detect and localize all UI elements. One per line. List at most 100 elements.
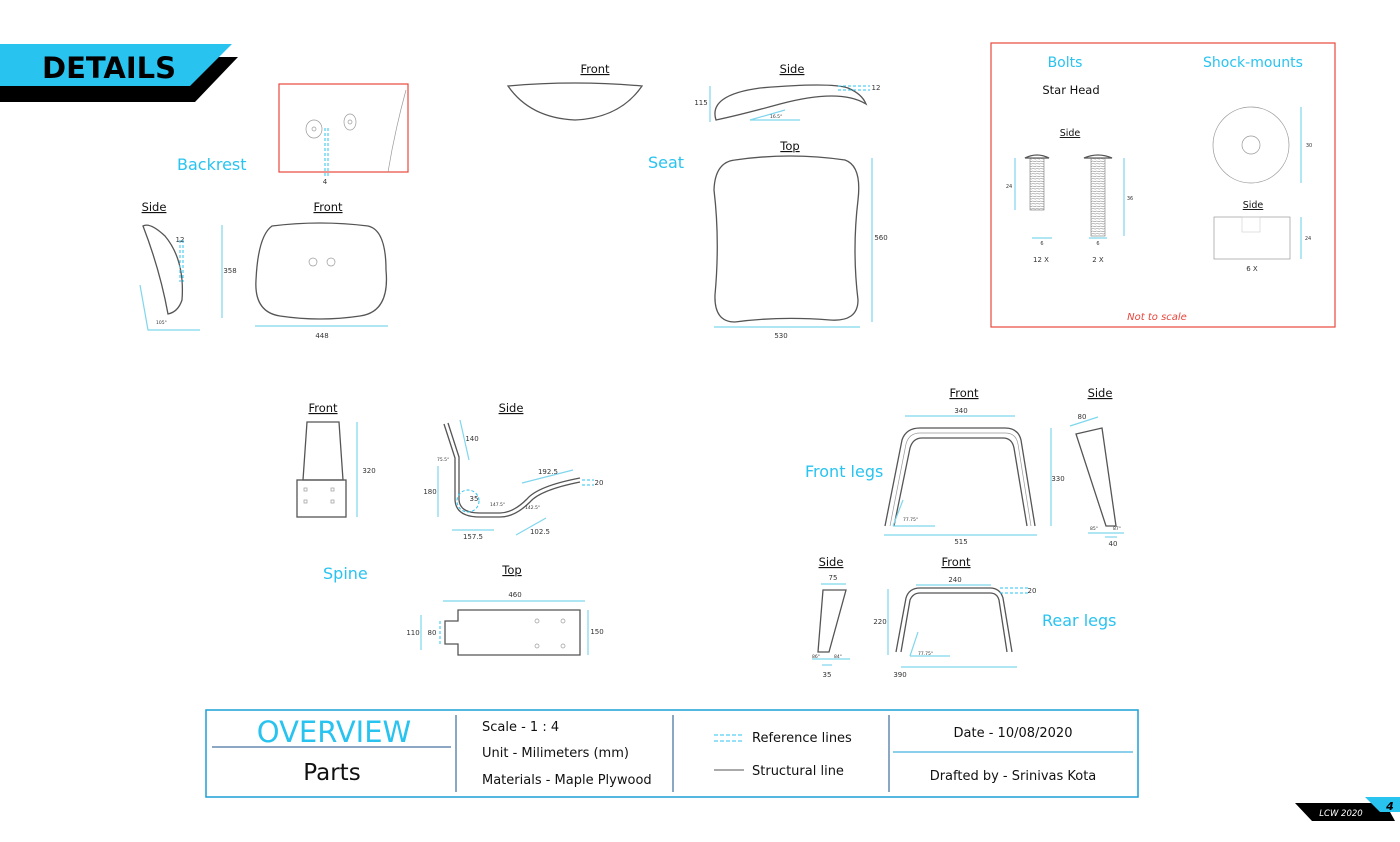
view-title: Side — [1243, 200, 1264, 211]
dim-label: 30 — [1306, 143, 1312, 149]
bolt-type: Star Head — [1042, 83, 1099, 97]
angle-label: 142.5° — [525, 505, 540, 511]
rear-legs-section: Rear legs Side 75 86° 84° 35 Front 240 2… — [812, 555, 1117, 679]
date-text: Date - 10/08/2020 — [954, 726, 1073, 741]
seat-top-shape — [713, 155, 860, 323]
page-footer: LCW 2020 4 — [1295, 797, 1400, 821]
dim-label: 448 — [315, 332, 328, 340]
view-title: Side — [142, 200, 167, 214]
front-leg-shape — [884, 427, 1036, 527]
hardware-box — [990, 42, 1336, 328]
spine-label: Spine — [323, 564, 368, 583]
drafted-by-text: Drafted by - Srinivas Kota — [930, 769, 1097, 784]
angle-label: 16.5° — [770, 114, 782, 120]
overview-title: OVERVIEW — [257, 715, 411, 749]
backrest-front-shape — [255, 222, 388, 320]
view-title: Side — [499, 401, 524, 415]
dim-label: 36 — [1127, 196, 1133, 202]
shock-mounts-title: Shock-mounts — [1203, 55, 1303, 71]
dim-label: 320 — [362, 467, 375, 475]
legend-reference-lines: Reference lines — [752, 731, 852, 746]
front-legs-section: Front legs Front 340 330 77.75° 515 Side… — [805, 386, 1124, 548]
dim-label: 75 — [829, 574, 838, 582]
dim-label: 24 — [1006, 184, 1012, 190]
dim-label: 80 — [428, 629, 437, 637]
dim-label: 530 — [774, 332, 787, 340]
not-to-scale-note: Not to scale — [1127, 312, 1187, 323]
dim-label: 80 — [1078, 413, 1087, 421]
view-title: Front — [313, 200, 343, 214]
page-number: 4 — [1385, 800, 1394, 813]
dim-label: 12 — [872, 84, 881, 92]
angle-label: 75.5° — [437, 457, 449, 463]
quantity-label: 12 X — [1033, 256, 1049, 264]
dim-label: 35 — [470, 495, 479, 503]
dim-label: 6 — [1096, 241, 1099, 247]
view-title: Front — [941, 555, 971, 569]
dim-label: 192.5 — [538, 468, 558, 476]
angle-label: 105° — [156, 320, 167, 326]
view-title: Front — [308, 401, 338, 415]
dim-label: 220 — [873, 618, 886, 626]
dim-label: 24 — [1305, 236, 1311, 242]
quantity-label: 6 X — [1246, 265, 1258, 273]
view-title: Front — [949, 386, 979, 400]
shock-mount-top — [1212, 106, 1290, 184]
spine-top-shape — [444, 609, 581, 656]
view-title: Side — [1088, 386, 1113, 400]
quantity-label: 2 X — [1092, 256, 1104, 264]
seat-label: Seat — [648, 153, 684, 172]
dim-label: 102.5 — [530, 528, 550, 536]
dim-label: 180 — [423, 488, 436, 496]
spine-side-shape — [443, 423, 581, 518]
bolt-short — [1024, 154, 1050, 211]
angle-label: 147.5° — [490, 502, 505, 508]
legend-structural-line: Structural line — [752, 764, 844, 779]
angle-label: 77.75° — [918, 651, 933, 657]
dim-label: 515 — [954, 538, 967, 546]
view-title: Front — [580, 62, 610, 76]
view-title: Side — [819, 555, 844, 569]
angle-label: 87° — [1113, 526, 1121, 532]
view-title: Side — [1060, 128, 1081, 139]
dim-label: 390 — [893, 671, 906, 679]
seat-front-shape — [506, 82, 644, 121]
backrest-label: Backrest — [177, 155, 247, 174]
view-title: Side — [780, 62, 805, 76]
dim-label: 340 — [954, 407, 967, 415]
dim-label: 35 — [823, 671, 832, 679]
angle-label: 77.75° — [903, 517, 918, 523]
view-title: Top — [501, 563, 521, 577]
dim-label: 330 — [1051, 475, 1064, 483]
backrest-side-shape — [142, 224, 184, 315]
angle-label: 85° — [1090, 526, 1098, 532]
project-label: LCW 2020 — [1319, 809, 1362, 819]
dim-label: 560 — [874, 234, 887, 242]
backrest-detail-box — [278, 83, 409, 173]
angle-label: 86° — [812, 654, 820, 660]
rear-leg-side-shape — [817, 589, 847, 653]
view-title: Top — [779, 139, 799, 153]
seat-side-shape — [714, 84, 868, 121]
details-banner: DETAILS — [0, 44, 238, 102]
seat-section: Seat Front Side 115 12 16.5° Top 560 530 — [506, 62, 888, 340]
dim-label: 4 — [323, 178, 328, 186]
title-block: OVERVIEW Parts Scale - 1 : 4 Unit - Mili… — [205, 709, 1139, 798]
backrest-section: Backrest 4 Side Front 12 105° 358 448 — [139, 83, 409, 340]
dim-label: 460 — [508, 591, 521, 599]
page-title: DETAILS — [42, 51, 176, 85]
materials-text: Materials - Maple Plywood — [482, 773, 652, 788]
unit-text: Unit - Milimeters (mm) — [482, 746, 629, 761]
dim-label: 12 — [176, 236, 185, 244]
spine-section: Spine Front 320 Side 140 75.5° 180 35 14… — [296, 401, 604, 656]
front-leg-side-shape — [1075, 427, 1117, 527]
bolt-long — [1083, 154, 1113, 237]
scale-text: Scale - 1 : 4 — [482, 720, 559, 735]
front-legs-label: Front legs — [805, 462, 883, 481]
bolts-title: Bolts — [1048, 55, 1083, 71]
dim-label: 358 — [223, 267, 236, 275]
dim-label: 20 — [595, 479, 604, 487]
dim-label: 20 — [1028, 587, 1037, 595]
dim-label: 115 — [694, 99, 707, 107]
